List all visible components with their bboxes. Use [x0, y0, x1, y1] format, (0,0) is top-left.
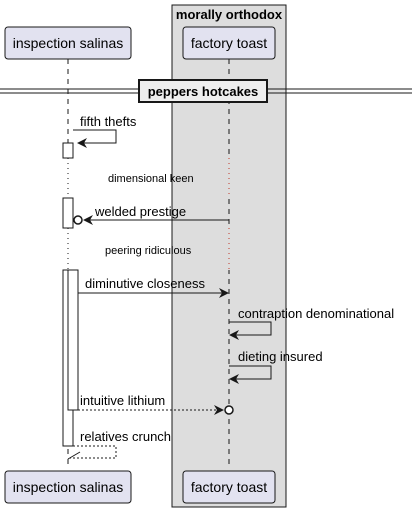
- delay-label: peering ridiculous: [105, 245, 192, 257]
- message-label: fifth thefts: [80, 114, 137, 129]
- message-contraption-denominational: contraption denominational: [229, 306, 394, 340]
- message-diminutive-closeness: diminutive closeness: [78, 276, 229, 298]
- message-label: intuitive lithium: [80, 393, 165, 408]
- message-label: welded prestige: [94, 204, 186, 219]
- message-welded-prestige: welded prestige: [73, 204, 229, 225]
- message-relatives-crunch: relatives crunch: [67, 429, 171, 460]
- delay-label: dimensional keen: [108, 173, 194, 185]
- message-label: dieting insured: [238, 349, 323, 364]
- section-divider: peppers hotcakes: [0, 79, 412, 103]
- svg-text:factory toast: factory toast: [191, 479, 267, 495]
- participant-factory-top: factory toast: [182, 26, 276, 60]
- svg-text:inspection salinas: inspection salinas: [13, 479, 124, 495]
- participant-factory-bottom: factory toast: [182, 470, 276, 504]
- participant-inspection-top: inspection salinas: [4, 26, 132, 60]
- message-intuitive-lithium: intuitive lithium: [78, 393, 234, 415]
- activation-bar: [62, 197, 74, 229]
- svg-text:factory toast: factory toast: [191, 35, 267, 51]
- participant-inspection-bottom: inspection salinas: [4, 470, 132, 504]
- message-dieting-insured: dieting insured: [229, 349, 323, 384]
- activation-bar: [67, 269, 79, 411]
- svg-text:inspection salinas: inspection salinas: [13, 35, 124, 51]
- message-fifth-thefts: fifth thefts: [73, 114, 137, 148]
- divider-label: peppers hotcakes: [148, 84, 259, 99]
- message-label: relatives crunch: [80, 429, 171, 444]
- box-group-title: morally orthodox: [176, 7, 283, 22]
- activation-bar: [62, 142, 74, 159]
- message-label: diminutive closeness: [85, 276, 205, 291]
- message-label: contraption denominational: [238, 306, 394, 321]
